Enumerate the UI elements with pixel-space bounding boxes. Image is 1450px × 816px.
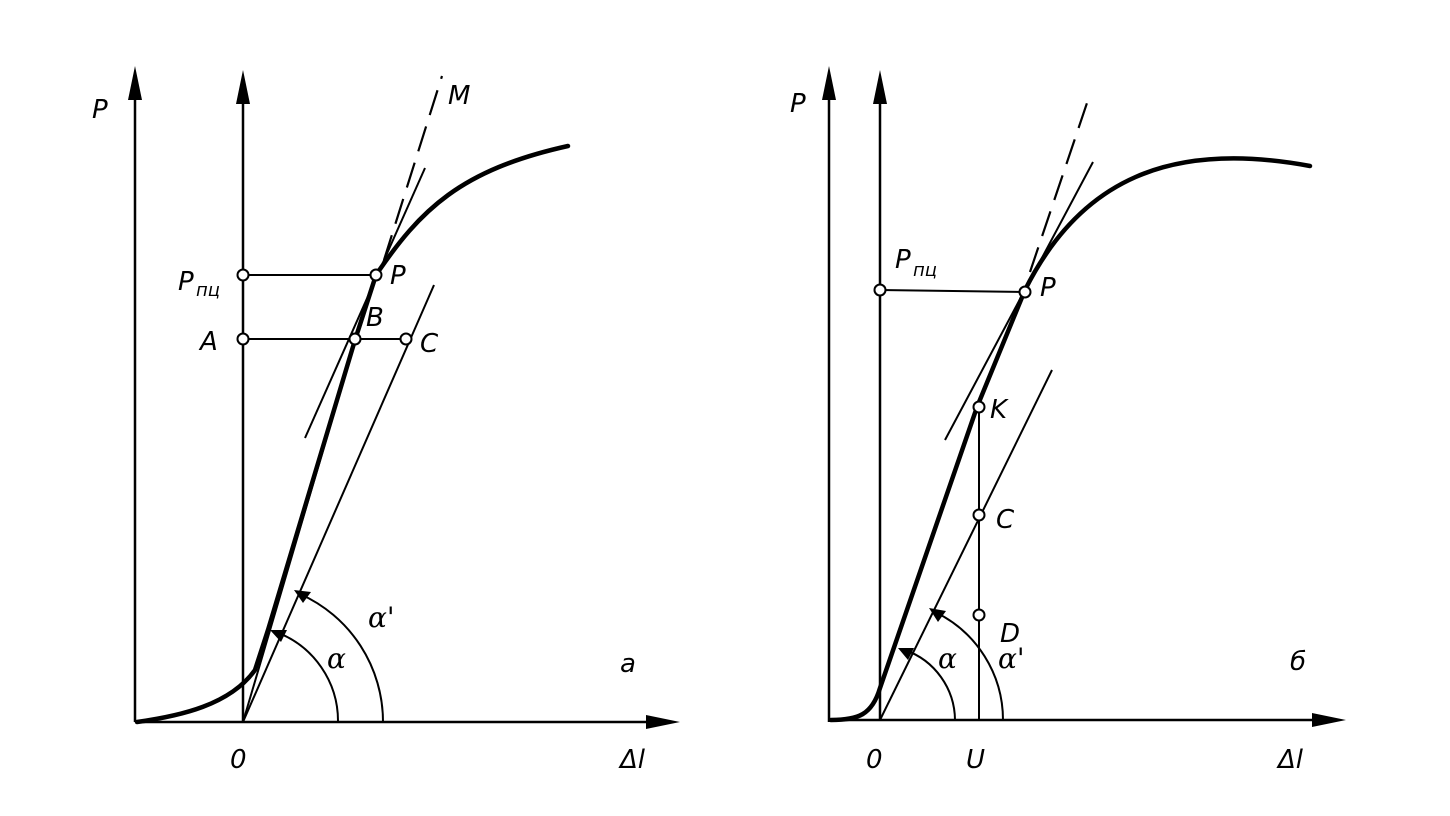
- panel-b-point-d: [972, 608, 986, 622]
- panel-a-origin-label: 0: [230, 745, 247, 775]
- panel-b-point-c: [972, 508, 986, 522]
- panel-a-alpha-prime-label: α': [368, 601, 395, 634]
- panel-a-c-label: C: [420, 329, 439, 359]
- panel-b-ppc-label: P: [895, 245, 911, 275]
- panel-a-dashed-tangent: [382, 75, 444, 261]
- panel-a-b-label: B: [366, 303, 384, 333]
- panel-b-alpha-arrow-icon: [898, 648, 914, 660]
- panel-b-point-ppc: [873, 283, 887, 297]
- panel-b-alpha-prime-line: [879, 369, 1053, 721]
- panel-a-alpha-prime-line: [242, 284, 435, 723]
- panel-a-x-axis-label: Δl: [618, 745, 646, 775]
- panel-a-point-a: [236, 332, 250, 346]
- panel-b-x-arrow-icon: [1312, 713, 1346, 727]
- panel-a-point-p: [369, 268, 383, 282]
- panel-b-p-point-label: P: [1040, 273, 1056, 303]
- panel-b-c-label: C: [996, 505, 1015, 535]
- panel-a-tangent-line: [304, 167, 426, 439]
- panel-b-alpha-prime-label: α': [998, 642, 1025, 675]
- panel-a-point-c: [399, 332, 413, 346]
- panel-b-curve: [828, 156, 1313, 723]
- panel-a-alpha-label: α: [327, 642, 346, 675]
- panel-a-alpha-prime-arrow-icon: [294, 590, 311, 603]
- panel-a-point-b: [348, 332, 362, 346]
- panel-a-x-arrow-icon: [646, 715, 680, 729]
- panel-a: P Δl 0 P пц P A B C M α α' a: [92, 66, 680, 775]
- panel-b-point-k: [972, 400, 986, 414]
- panel-b-x-axis-label: Δl: [1276, 745, 1304, 775]
- panel-b-ppc-line: [879, 289, 1026, 293]
- panel-b-alpha-prime-arrow-icon: [929, 608, 946, 622]
- panel-b-y-axis-label: P: [790, 89, 806, 119]
- panel-a-a-label: A: [198, 327, 218, 357]
- panel-b-alpha-arc: [904, 649, 956, 721]
- panel-b-d-label: D: [1000, 619, 1020, 649]
- panel-b-outer-y-arrow-icon: [822, 66, 836, 100]
- panel-a-outer-y-arrow-icon: [128, 66, 142, 100]
- panel-b-ppc-subscript: пц: [913, 260, 937, 281]
- panel-a-panel-label: a: [620, 649, 636, 679]
- panel-b-origin-label: 0: [866, 745, 883, 775]
- panel-a-p-point-label: P: [390, 261, 406, 291]
- panel-b-k-label: K: [990, 395, 1009, 425]
- panel-a-alpha-prime-arc: [299, 593, 385, 723]
- panel-b-alpha-prime-arc: [934, 611, 1004, 721]
- panel-a-alpha-arrow-icon: [270, 630, 287, 642]
- panel-b: P Δl 0 U P пц P K C D α α' б: [790, 66, 1346, 775]
- panel-a-y-axis-label: P: [92, 95, 108, 125]
- panel-a-ppc-label: P: [178, 267, 194, 297]
- panel-a-inner-y-arrow-icon: [236, 70, 250, 104]
- panel-b-dashed-tangent: [1028, 99, 1090, 273]
- panel-b-tangent-line: [944, 161, 1094, 441]
- panel-a-alpha-line: [242, 317, 363, 723]
- panel-b-alpha-label: α: [938, 642, 957, 675]
- panel-b-inner-y-arrow-icon: [873, 70, 887, 104]
- panel-a-alpha-arc: [275, 631, 340, 723]
- panel-b-point-p: [1018, 285, 1032, 299]
- panel-b-panel-label: б: [1290, 647, 1306, 677]
- panel-b-u-label: U: [966, 745, 985, 775]
- panel-a-point-ppc: [236, 268, 250, 282]
- panel-a-m-label: M: [448, 81, 470, 111]
- panel-a-ppc-subscript: пц: [196, 280, 220, 301]
